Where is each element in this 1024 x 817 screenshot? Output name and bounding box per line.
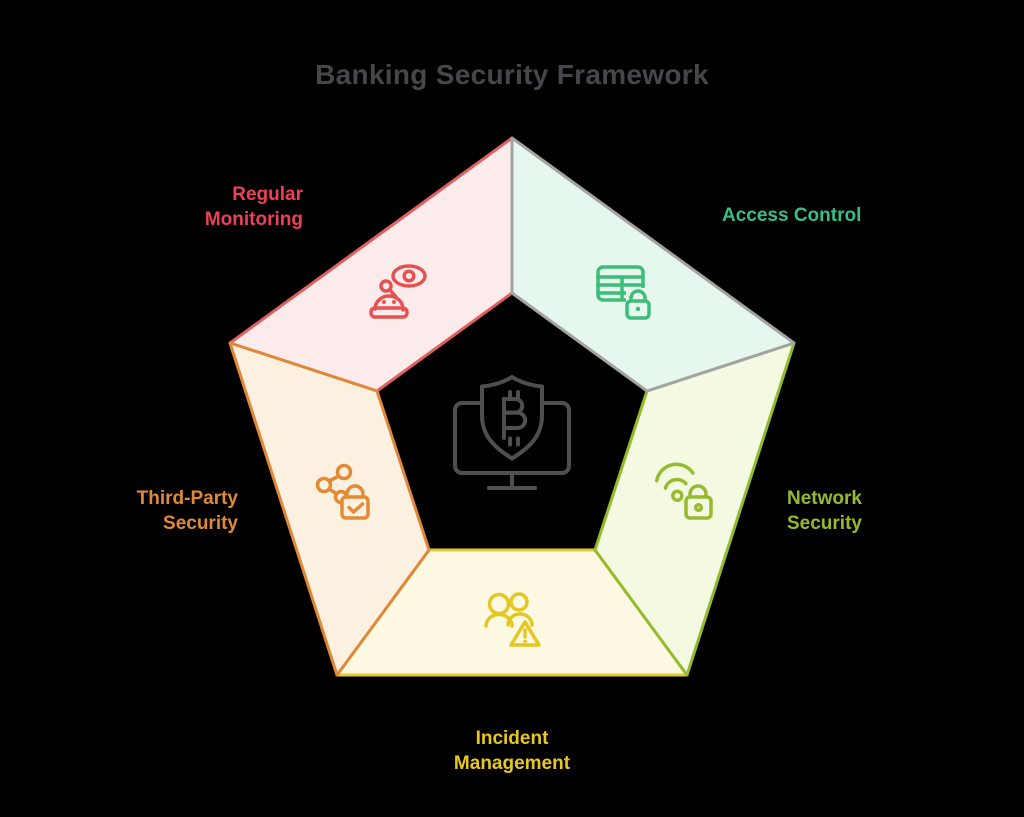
robot-eye-icon xyxy=(369,264,427,319)
label-incident-management: Incident Management xyxy=(453,728,571,774)
label-third-party-security: Third-Party Security xyxy=(136,488,238,534)
people-warning-icon xyxy=(484,592,541,647)
label-network-security: Network Security xyxy=(787,488,862,534)
bitcoin-shield-monitor-icon xyxy=(453,375,571,490)
share-lock-icon xyxy=(315,463,370,520)
segment-access-control xyxy=(510,136,796,393)
wifi-lock-icon xyxy=(654,462,713,520)
label-regular-monitoring: Regular Monitoring xyxy=(204,184,303,230)
table-lock-icon xyxy=(596,265,654,321)
label-access-control: Access Control xyxy=(722,205,862,226)
page-title: Banking Security Framework xyxy=(315,59,709,90)
segment-third-party-security xyxy=(228,341,431,677)
segment-regular-monitoring xyxy=(228,136,514,393)
